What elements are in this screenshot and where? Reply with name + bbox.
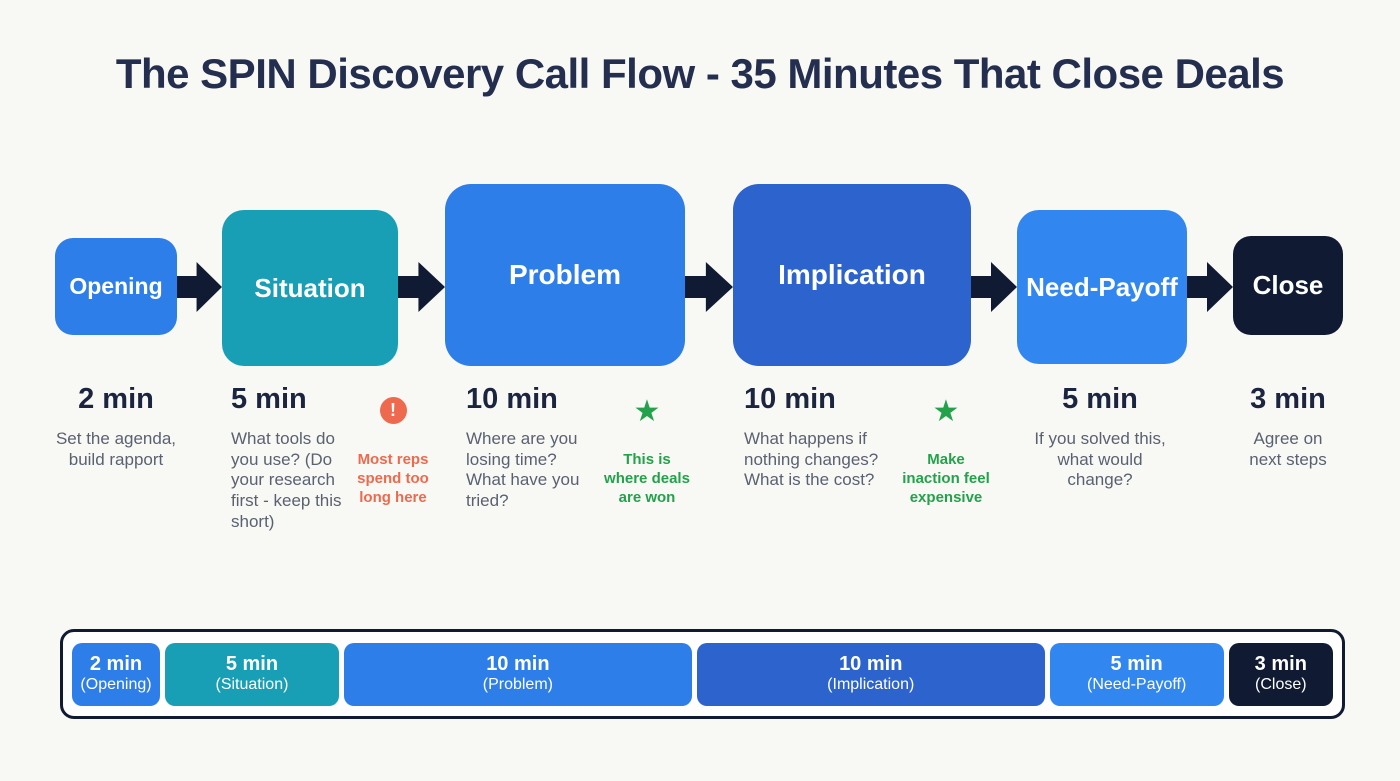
timeline-segment-need-payoff: 5 min (Need-Payoff) [1049,642,1224,706]
stage-box-need-payoff: Need-Payoff [1017,210,1187,364]
timeline-segment-implication: 10 min (Implication) [696,642,1045,706]
stage-box-situation: Situation [222,210,398,366]
flow-arrow-icon [177,259,222,315]
stage-box-implication: Implication [733,184,971,366]
segment-duration: 5 min [225,652,279,675]
duration-label: 3 min [1250,383,1326,415]
warning-icon: ! [379,397,407,425]
timeline-segment-problem: 10 min (Problem) [343,642,692,706]
stage-note: Where are you losing time? What have you… [466,428,580,510]
segment-duration: 10 min [486,652,550,675]
timeline-segment-opening: 2 min (Opening) [72,642,160,706]
callout-text: Most reps spend too long here [357,451,429,507]
flow-arrow-icon [398,259,445,315]
annotation-opening: 2 min Set the agenda, build rapport [40,382,192,470]
segment-stage: (Situation) [215,676,289,694]
timeline-bar: 2 min (Opening) 5 min (Situation) 10 min… [60,629,1345,719]
segment-duration: 5 min [1110,652,1163,675]
flow-arrow-icon [971,259,1017,315]
duration-label: 5 min [1062,383,1138,415]
segment-stage: (Problem) [482,676,553,694]
stage-box-problem: Problem [445,184,685,366]
stage-note: What tools do you use? (Do your research… [231,428,342,531]
stage-note: Set the agenda, build rapport [55,428,177,469]
annotation-need-payoff: 5 min If you solved this, what would cha… [1030,382,1170,491]
stage-note: Agree on next steps [1249,428,1327,469]
annotation-implication: 10 min What happens if nothing changes? … [744,382,900,491]
annotation-close: 3 min Agree on next steps [1236,382,1340,470]
duration-label: 10 min [744,383,836,415]
star-icon: ★ [932,394,960,430]
flow-arrow-icon [1187,259,1233,315]
callout-situation-warning: ! Most reps spend too long here [350,378,436,507]
callout-text: This is where deals are won [604,451,690,507]
segment-duration: 2 min [89,652,143,675]
duration-label: 2 min [78,383,154,415]
segment-stage: (Close) [1255,676,1307,694]
segment-stage: (Implication) [827,676,915,694]
segment-stage: (Opening) [80,676,152,694]
segment-duration: 3 min [1254,652,1307,675]
annotation-problem: 10 min Where are you losing time? What h… [466,382,588,512]
duration-label: 5 min [231,383,307,415]
callout-text: Make inaction feel expensive [902,451,990,507]
flow-arrow-icon [685,259,733,315]
stage-note: If you solved this, what would change? [1034,428,1166,490]
segment-stage: (Need-Payoff) [1087,676,1187,694]
segment-duration: 10 min [839,652,903,675]
callout-implication-star: ★ Make inaction feel expensive [900,378,992,507]
callout-problem-star: ★ This is where deals are won [602,378,692,507]
star-icon: ★ [633,394,661,430]
timeline-segment-close: 3 min (Close) [1228,642,1333,706]
page-title: The SPIN Discovery Call Flow - 35 Minute… [115,50,1285,97]
stage-box-opening: Opening [55,238,177,335]
annotation-situation: 5 min What tools do you use? (Do your re… [231,382,357,532]
duration-label: 10 min [466,383,558,415]
stage-note: What happens if nothing changes? What is… [744,428,879,490]
timeline-segment-situation: 5 min (Situation) [165,642,339,706]
stage-box-close: Close [1233,236,1343,335]
